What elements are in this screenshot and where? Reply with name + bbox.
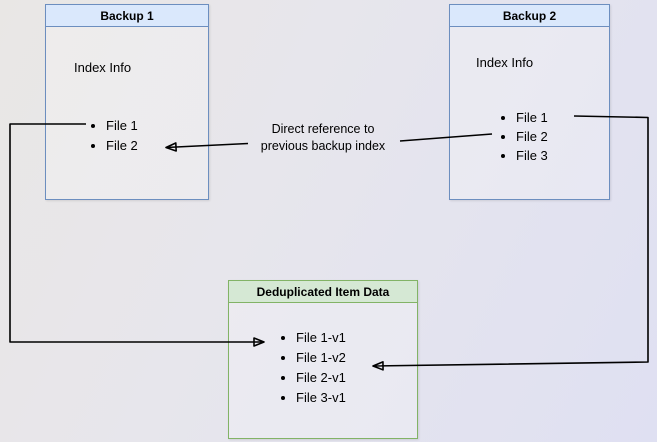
- file-item: File 3: [516, 146, 548, 165]
- backup-2-index-info-label: Index Info: [476, 55, 534, 70]
- backup-1-file-list: File 1 File 2: [90, 116, 138, 156]
- file-item: File 2-v1: [296, 368, 346, 388]
- file-item: File 2: [516, 127, 548, 146]
- file-item: File 3-v1: [296, 388, 346, 408]
- deduplicated-item-data-box: Deduplicated Item Data File 1-v1 File 1-…: [228, 280, 418, 439]
- file-item: File 1-v2: [296, 348, 346, 368]
- backup-2-title: Backup 2: [450, 5, 609, 27]
- backup-2-box: Backup 2 Index Info File 1 File 2 File 3: [449, 4, 610, 200]
- file-item: File 1-v1: [296, 328, 346, 348]
- direct-reference-edge-label: Direct reference to previous backup inde…: [233, 121, 413, 155]
- file-item: File 2: [106, 136, 138, 156]
- file-item: File 1: [516, 108, 548, 127]
- backup-1-box: Backup 1 Index Info File 1 File 2: [45, 4, 209, 200]
- dedup-file-list: File 1-v1 File 1-v2 File 2-v1 File 3-v1: [280, 328, 346, 408]
- backup-1-index-info-label: Index Info: [74, 60, 132, 75]
- backup-2-file-list: File 1 File 2 File 3: [500, 108, 548, 165]
- edge-label-line-1: Direct reference to: [271, 122, 375, 136]
- edge-label-line-2: previous backup index: [260, 139, 386, 153]
- deduplicated-item-data-title: Deduplicated Item Data: [229, 281, 417, 303]
- file-item: File 1: [106, 116, 138, 136]
- backup-1-title: Backup 1: [46, 5, 208, 27]
